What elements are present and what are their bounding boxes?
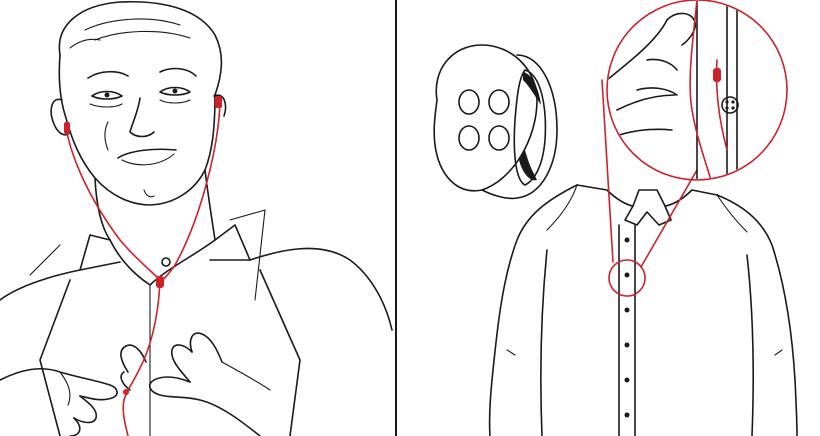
man-earbuds-icon (0, 0, 395, 436)
focus-circle-icon (609, 260, 645, 296)
right-panel-shirt-illustration (397, 0, 820, 436)
shirt-icon (490, 185, 797, 436)
left-panel-man-illustration (0, 0, 395, 436)
button-clip-icon (434, 45, 557, 198)
shirt-clip-icon (397, 0, 820, 436)
magnifier-circle-icon (607, 0, 787, 200)
